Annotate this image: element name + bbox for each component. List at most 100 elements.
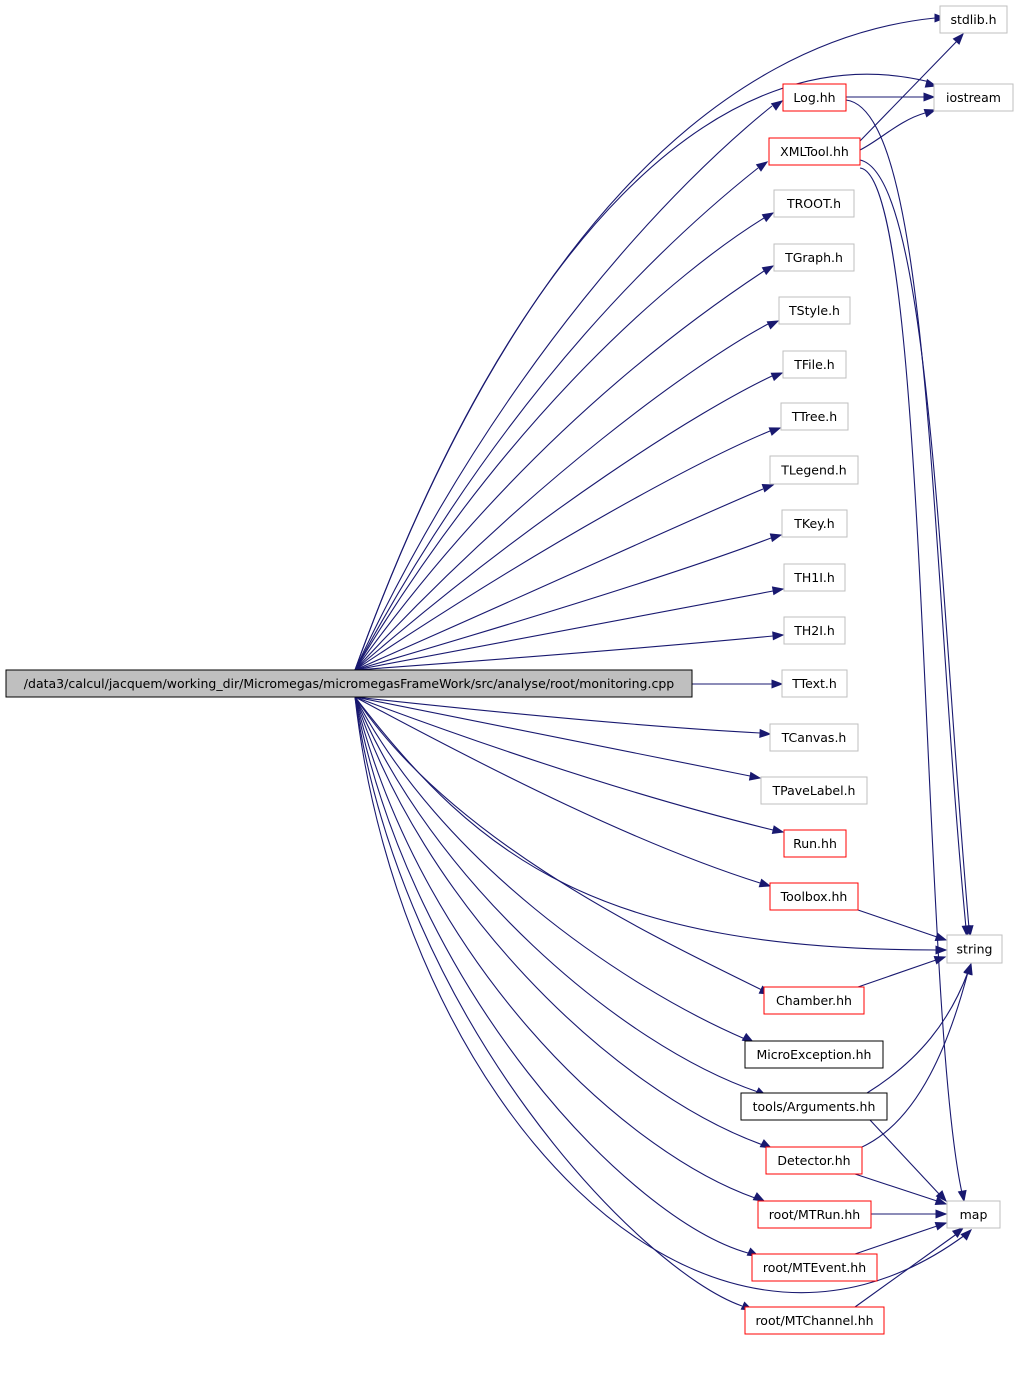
node-tfile[interactable]: TFile.h xyxy=(782,350,847,379)
edge-line xyxy=(354,430,771,671)
node-label: TGraph.h xyxy=(784,250,843,265)
node-chamber[interactable]: Chamber.hh xyxy=(763,986,865,1015)
node-box xyxy=(946,934,1003,964)
edge-arrowhead xyxy=(772,631,785,641)
node-tgraph[interactable]: TGraph.h xyxy=(773,243,855,272)
node-map[interactable]: map xyxy=(946,1200,1001,1229)
node-label: TKey.h xyxy=(793,516,834,531)
edge-root-to-log xyxy=(354,100,784,671)
node-label: TROOT.h xyxy=(786,196,841,211)
node-log[interactable]: Log.hh xyxy=(782,83,847,112)
edge-arrowhead xyxy=(758,878,772,888)
edge-line xyxy=(857,959,937,988)
node-label: Log.hh xyxy=(793,90,835,105)
edge-root-to-tlegend xyxy=(354,483,775,671)
node-th1i[interactable]: TH1I.h xyxy=(783,563,846,592)
node-string[interactable]: string xyxy=(946,934,1003,964)
edge-arrowhead xyxy=(771,825,785,835)
node-xmltool[interactable]: XMLTool.hh xyxy=(768,137,861,166)
node-tcanvas[interactable]: TCanvas.h xyxy=(769,723,859,752)
edge-arrowhead xyxy=(759,728,772,738)
edge-arrowhead xyxy=(766,320,780,330)
edge-xmltool-to-stdlib xyxy=(859,32,964,142)
edge-detector-to-map xyxy=(854,1173,948,1206)
node-box xyxy=(782,83,847,112)
edge-line xyxy=(354,696,749,1254)
node-box xyxy=(744,1040,884,1069)
node-arguments[interactable]: tools/Arguments.hh xyxy=(740,1092,888,1121)
edge-root-to-chamber xyxy=(354,696,772,995)
edge-xmltool-to-iostream xyxy=(859,108,937,151)
edge-line xyxy=(354,696,763,991)
edge-root-to-detector xyxy=(354,696,773,1149)
node-run[interactable]: Run.hh xyxy=(783,829,847,858)
node-box xyxy=(5,669,693,698)
node-th2i[interactable]: TH2I.h xyxy=(783,616,846,645)
node-toolbox[interactable]: Toolbox.hh xyxy=(769,882,859,911)
edge-line xyxy=(354,696,764,1146)
edge-arrowhead xyxy=(935,1190,947,1203)
node-box xyxy=(740,1092,888,1121)
node-label: root/MTChannel.hh xyxy=(755,1313,873,1328)
node-tpavelabel[interactable]: TPaveLabel.h xyxy=(760,776,868,805)
edge-line xyxy=(354,217,765,671)
node-detector[interactable]: Detector.hh xyxy=(765,1146,863,1175)
node-label: stdlib.h xyxy=(950,12,996,27)
node-tstyle[interactable]: TStyle.h xyxy=(778,296,851,325)
node-label: iostream xyxy=(946,90,1001,105)
node-tkey[interactable]: TKey.h xyxy=(781,509,848,538)
node-mtrun[interactable]: root/MTRun.hh xyxy=(757,1200,872,1229)
node-label: Run.hh xyxy=(793,836,837,851)
edge-chamber-to-string xyxy=(857,955,947,988)
edge-arrowhead xyxy=(769,533,783,543)
edge-line xyxy=(354,73,931,671)
edge-root-to-map xyxy=(354,696,972,1294)
node-mtevent[interactable]: root/MTEvent.hh xyxy=(751,1253,878,1282)
edge-line xyxy=(354,167,759,671)
edge-line xyxy=(354,696,761,884)
node-box xyxy=(781,509,848,538)
edge-root-to-stdlib xyxy=(354,13,947,671)
node-box xyxy=(751,1253,878,1282)
edge-root-to-mtevent xyxy=(354,696,760,1257)
edge-arrowhead xyxy=(934,1221,948,1231)
node-ttree[interactable]: TTree.h xyxy=(780,402,849,431)
edge-arrowhead xyxy=(957,1189,967,1203)
edge-log-to-iostream xyxy=(846,92,936,102)
node-stdlib[interactable]: stdlib.h xyxy=(939,5,1008,34)
edge-line xyxy=(354,696,751,777)
node-root[interactable]: /data3/calcul/jacquem/working_dir/Microm… xyxy=(5,669,693,698)
node-box xyxy=(780,402,849,431)
edge-line xyxy=(859,39,959,142)
edge-log-to-string xyxy=(845,99,971,938)
edge-root-to-arguments xyxy=(354,696,768,1097)
edge-line xyxy=(354,696,746,1040)
node-ttext[interactable]: TText.h xyxy=(781,669,848,698)
edge-line xyxy=(354,323,769,671)
node-label: root/MTEvent.hh xyxy=(763,1260,866,1275)
edge-root-to-toolbox xyxy=(354,696,772,888)
edge-mtchannel-to-map xyxy=(854,1227,965,1308)
edge-arrowhead xyxy=(748,771,762,781)
node-troot[interactable]: TROOT.h xyxy=(773,189,855,218)
node-mtchannel[interactable]: root/MTChannel.hh xyxy=(744,1306,885,1335)
edge-arrowhead xyxy=(771,679,784,689)
edge-line xyxy=(869,1119,941,1196)
edge-arrowhead xyxy=(960,1229,972,1241)
node-label: TText.h xyxy=(791,676,837,691)
edge-mtevent-to-map xyxy=(854,1221,948,1255)
edge-line xyxy=(354,635,774,671)
node-box xyxy=(783,563,846,592)
node-iostream[interactable]: iostream xyxy=(933,83,1014,112)
node-microexception[interactable]: MicroException.hh xyxy=(744,1040,884,1069)
edge-line xyxy=(354,696,761,734)
edge-arrowhead xyxy=(761,265,775,276)
node-label: Detector.hh xyxy=(777,1153,850,1168)
edge-root-to-tcanvas xyxy=(354,696,772,738)
edge-mtrun-to-map xyxy=(871,1209,948,1219)
edge-line xyxy=(854,1173,938,1202)
edge-arrowhead xyxy=(771,586,785,596)
edge-root-to-ttree xyxy=(354,427,782,671)
node-tlegend[interactable]: TLegend.h xyxy=(769,455,859,485)
edge-root-to-tkey xyxy=(354,533,783,671)
